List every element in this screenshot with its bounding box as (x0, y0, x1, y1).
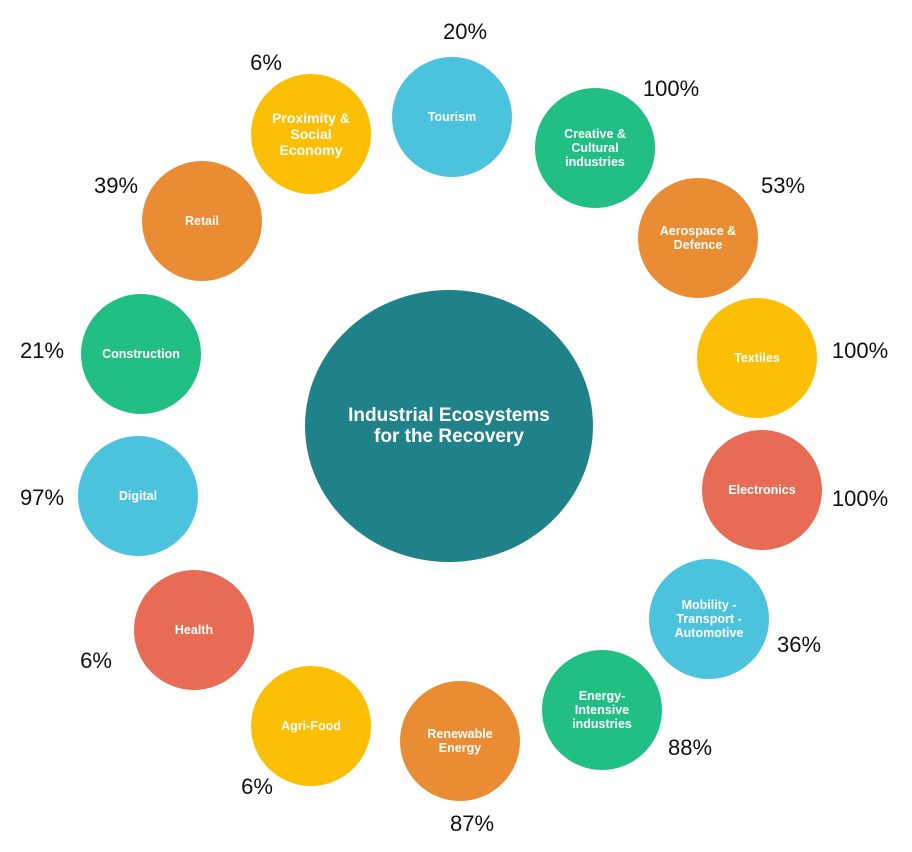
ecosystem-digital: Digital (78, 436, 198, 556)
center-hub: Industrial Ecosystems for the Recovery (305, 290, 593, 562)
center-label: Industrial Ecosystems for the Recovery (348, 405, 550, 447)
ecosystem-health: Health (134, 570, 254, 690)
ecosystem-electronics: Electronics (702, 430, 822, 550)
percent-electronics: 100% (831, 486, 889, 511)
percent-creative-cultural: 100% (642, 76, 700, 101)
ecosystem-label: Agri-Food (281, 719, 341, 733)
ecosystem-textiles: Textiles (697, 298, 817, 418)
ecosystem-label: Health (174, 623, 214, 637)
ecosystem-renewable-energy: Renewable Energy (400, 681, 520, 801)
percent-renewable-energy: 87% (449, 811, 495, 836)
ecosystem-aerospace-defence: Aerospace & Defence (638, 178, 758, 298)
ecosystem-label: Tourism (427, 110, 477, 124)
percent-digital: 97% (19, 485, 65, 510)
ecosystem-creative-cultural: Creative & Cultural industries (535, 88, 655, 208)
percent-energy-intensive: 88% (667, 735, 713, 760)
ecosystem-label: Energy-Intensive industries (572, 689, 632, 731)
percent-textiles: 100% (831, 338, 889, 363)
percent-tourism: 20% (442, 19, 488, 44)
ecosystem-label: Mobility - Transport - Automotive (674, 598, 744, 640)
ecosystem-label: Textiles (734, 351, 780, 365)
ecosystem-label: Construction (102, 347, 180, 361)
ecosystem-tourism: Tourism (392, 57, 512, 177)
ecosystem-label: Retail (184, 214, 220, 228)
ecosystem-label: Aerospace & Defence (659, 224, 737, 252)
ecosystem-label: Proximity & Social Economy (272, 110, 350, 158)
percent-aerospace-defence: 53% (760, 173, 806, 198)
ecosystem-retail: Retail (142, 161, 262, 281)
percent-mobility-transport-automotive: 36% (776, 632, 822, 657)
ecosystem-label: Digital (118, 489, 158, 503)
ecosystem-label: Renewable Energy (427, 727, 493, 755)
ecosystem-agri-food: Agri-Food (251, 666, 371, 786)
percent-proximity-social: 6% (250, 50, 282, 75)
ecosystem-label: Creative & Cultural industries (564, 127, 626, 169)
ecosystem-construction: Construction (81, 294, 201, 414)
ecosystem-mobility-transport-automotive: Mobility - Transport - Automotive (649, 559, 769, 679)
percent-retail: 39% (93, 173, 139, 198)
percent-health: 6% (80, 648, 112, 673)
ecosystem-energy-intensive: Energy-Intensive industries (542, 650, 662, 770)
ecosystem-label: Electronics (728, 483, 796, 497)
percent-agri-food: 6% (241, 774, 273, 799)
percent-construction: 21% (19, 338, 65, 363)
ecosystem-proximity-social: Proximity & Social Economy (251, 74, 371, 194)
